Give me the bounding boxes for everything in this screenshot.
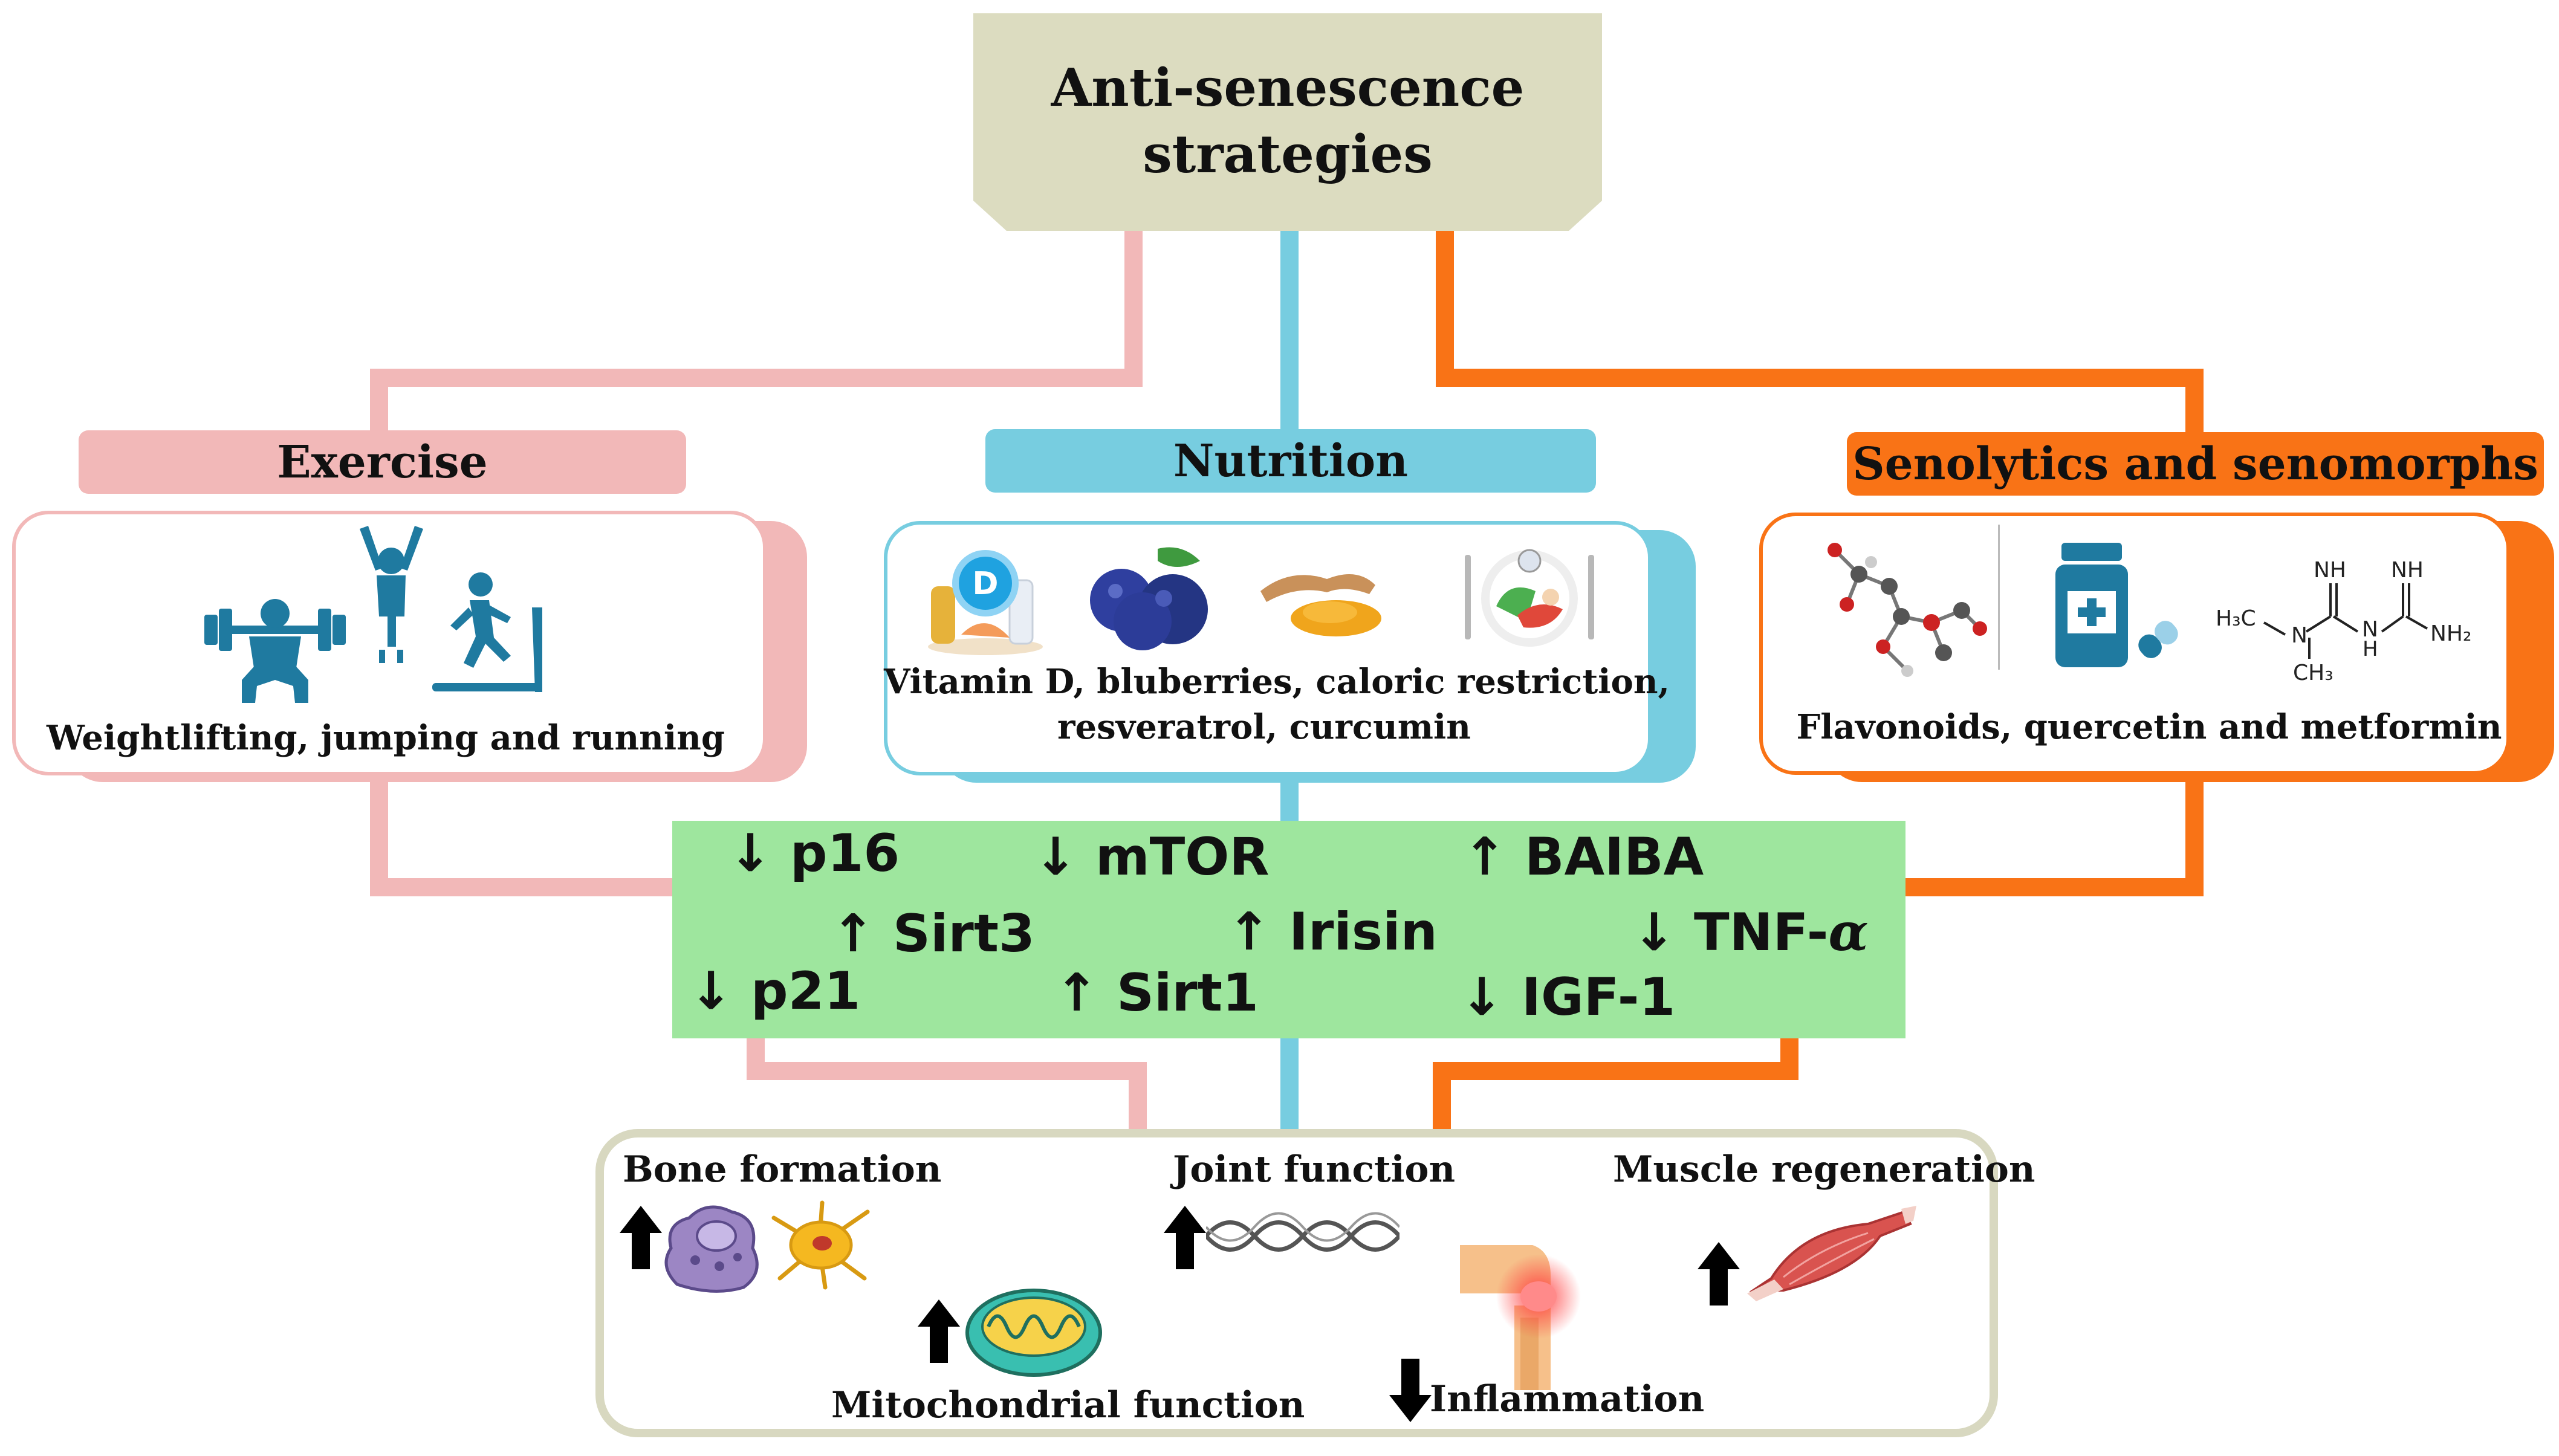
turmeric-icon [1260,574,1381,636]
metformin-h: H [2363,637,2378,661]
metformin-nh-left: NH [2314,559,2346,583]
osteocyte-cell-icon [771,1200,870,1290]
marker-irisin-arrow: ↑ [1227,902,1271,962]
outcome-muscle-regeneration: Muscle regeneration [1613,1148,2035,1191]
vitamin-d-foods-icon: D [928,550,1043,655]
marker-tnf-label: TNF- [1694,902,1829,963]
metformin-h3c: H₃C [2216,606,2256,631]
nutrition-caption-line-2: resveratrol, curcumin [1057,707,1471,747]
marker-mtor: ↓ mTOR [1034,827,1270,887]
marker-sirt1-label: Sirt1 [1117,963,1259,1023]
exercise-header: Exercise [79,430,686,494]
weightlifting-icon [204,599,346,703]
medicine-bottle-icon [2055,543,2178,667]
marker-tnf-arrow: ↓ [1632,902,1676,963]
senolytics-top-connector [1436,230,2204,435]
exercise-top-connector [370,230,1143,435]
metformin-n-center: N [2362,617,2378,642]
marker-sirt3-arrow: ↑ [831,904,875,964]
marker-sirt3-label: Sirt3 [893,904,1035,964]
marker-irisin-label: Irisin [1289,902,1438,962]
muscle-up-arrow-icon [1698,1242,1740,1306]
metformin-ch3: CH₃ [2293,661,2334,685]
senolytics-caption: Flavonoids, quercetin and metformin [1796,707,2502,747]
senolytics-bottom-connector [1904,780,2204,896]
marker-sirt1-arrow: ↑ [1055,963,1099,1023]
exercise-caption: Weightlifting, jumping and running [46,718,725,758]
metformin-structure-icon: H₃C N NH N H NH NH₂ CH₃ [2216,559,2471,685]
marker-irisin: ↑ Irisin [1227,902,1438,962]
joint-up-arrow-icon [1164,1206,1206,1269]
marker-baiba: ↑ BAIBA [1463,827,1704,887]
exercise-bottom-connector [370,780,677,896]
inflamed-knee-icon [1460,1245,1581,1390]
marker-p16: ↓ p16 [728,823,900,884]
nutrition-header: Nutrition [985,429,1596,493]
collagen-fiber-icon [1206,1212,1400,1252]
outcome-joint-function: Joint function [1173,1148,1456,1191]
title-line-2: strategies [1143,124,1433,185]
outcomes-box [595,1129,1998,1437]
senolytics-header: Senolytics and senomorphs [1847,432,2544,496]
quercetin-molecule-icon [1828,543,1987,677]
blueberries-icon [1090,547,1208,650]
marker-baiba-arrow: ↑ [1463,827,1507,887]
senolytics-outcome-connector [1433,1034,1798,1130]
marker-tnf-greek: α [1828,902,1869,963]
marker-p16-arrow: ↓ [728,823,773,884]
exercise-outcome-connector [747,1034,1147,1130]
outcome-bone-formation: Bone formation [623,1148,942,1191]
outcome-inflammation: Inflammation [1430,1378,1705,1420]
osteoclast-cell-icon [664,1205,759,1293]
bone-up-arrow-icon [620,1206,662,1269]
marker-baiba-label: BAIBA [1525,827,1704,887]
mito-up-arrow-icon [918,1299,960,1363]
markers-box [672,821,1905,1038]
mitochondrion-icon [965,1289,1102,1377]
title-box [973,13,1602,231]
marker-igf1: ↓ IGF-1 [1460,967,1675,1027]
marker-igf1-arrow: ↓ [1460,967,1504,1027]
marker-tnf-alpha: ↓ TNF-α [1632,902,1869,963]
marker-p21: ↓ p21 [689,961,860,1021]
title-line-1: Anti-senescence [1051,57,1525,118]
marker-mtor-label: mTOR [1095,827,1270,887]
healthy-plate-icon [1465,549,1594,647]
marker-p21-label: p21 [751,961,861,1021]
jumping-icon [360,526,423,663]
marker-mtor-arrow: ↓ [1034,827,1078,887]
outcome-mitochondrial-function: Mitochondrial function [831,1384,1305,1426]
inflammation-down-arrow-icon [1389,1359,1432,1422]
metformin-n: N [2291,623,2308,648]
senolytics-divider [1998,525,2000,670]
muscle-icon [1747,1206,1916,1301]
marker-sirt1: ↑ Sirt1 [1055,963,1259,1023]
vitamin-d-letter: D [972,566,998,602]
treadmill-running-icon [432,572,542,692]
marker-p16-label: p16 [790,823,900,884]
marker-sirt3: ↑ Sirt3 [831,904,1035,964]
nutrition-caption-line-1: Vitamin D, bluberries, caloric restricti… [884,662,1670,702]
metformin-nh2: NH₂ [2430,621,2471,646]
marker-p21-arrow: ↓ [689,961,733,1021]
metformin-nh-right: NH [2391,559,2424,583]
marker-igf1-label: IGF-1 [1522,967,1676,1027]
